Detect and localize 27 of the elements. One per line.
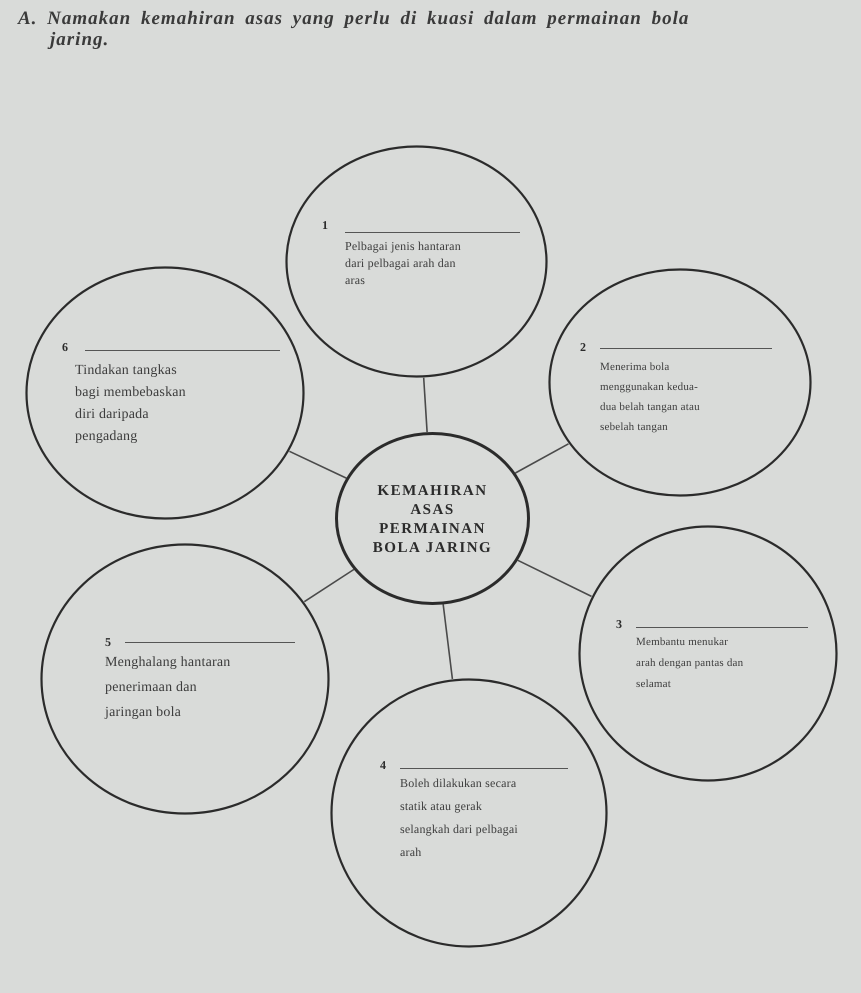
- ellipse-node: [40, 543, 330, 815]
- connector-line: [304, 568, 354, 602]
- connector-line: [422, 378, 428, 432]
- description-text: Boleh dilakukan secara statik atau gerak selangkah dari pelbagai arah: [400, 775, 518, 861]
- question-number: 5: [105, 635, 111, 649]
- description-text: Menerima bola menggunakan kedua-dua belah tangan atau sebelah tangan: [600, 360, 701, 435]
- description-text: Membantu menukar arah dengan pantas dan selamat: [636, 635, 744, 692]
- topic-title: KEMAHIRAN ASAS PERMAINAN BOLA JARING: [372, 482, 494, 558]
- ellipse-node: [25, 266, 305, 520]
- question-title: A. Namakan kemahiran asas yang perlu di kuasi dalam permainan bola jaring.: [18, 8, 690, 50]
- ellipse-node: [285, 145, 548, 378]
- description-text: Tindakan tangkas bagi membebaskan diri daripada pengadang: [75, 362, 187, 446]
- question-number: 3: [616, 617, 622, 631]
- connector-line: [515, 443, 569, 474]
- description-text: Pelbagai jenis hantaran dari pelbagai arah dan aras: [345, 238, 462, 289]
- ellipse-node: [548, 268, 812, 497]
- question-number: 4: [380, 758, 386, 772]
- question-number: 2: [580, 340, 586, 354]
- question-number: 1: [322, 218, 328, 232]
- description-text: Menghalang hantaran penerimaan dan jaringan bola: [105, 654, 232, 722]
- connector-line: [517, 560, 592, 598]
- ellipse-node: [330, 678, 608, 948]
- connector-line: [442, 604, 454, 680]
- ellipse-node: [578, 525, 838, 782]
- question-number: 6: [62, 340, 68, 354]
- ellipse-node: [335, 432, 530, 605]
- connector-line: [289, 450, 347, 479]
